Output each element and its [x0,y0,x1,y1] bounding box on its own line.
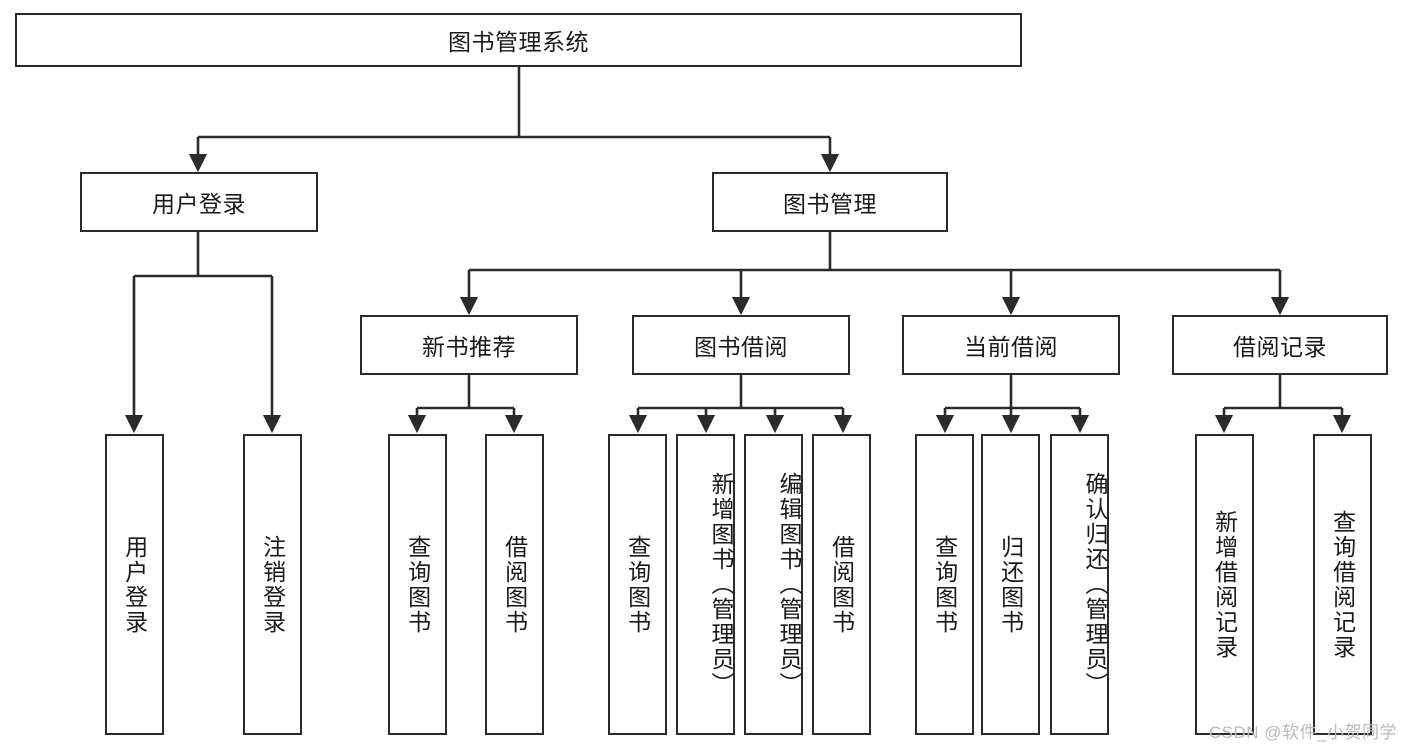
node-book-management[interactable]: 图书管理 [712,172,948,232]
node-borrow-record[interactable]: 借阅记录 [1172,315,1388,375]
watermark-text: CSDN @软件_小贺同学 [1208,723,1397,742]
node-label: 图书管理 [783,191,877,217]
node-label: 查询图书 [931,534,958,635]
leaf-user-logout[interactable]: 注销登录 [243,434,302,735]
node-book-borrow[interactable]: 图书借阅 [632,315,850,375]
leaf-confirm-return[interactable]: 确认归还（管理员） [1050,434,1109,735]
node-label: 借阅记录 [1233,334,1327,360]
leaf-query-borrow-record[interactable]: 查询借阅记录 [1313,434,1372,735]
leaf-return-book[interactable]: 归还图书 [981,434,1040,735]
node-label: 借阅图书 [828,534,855,635]
node-label: 用户登录 [152,191,246,217]
node-label: 查询借阅记录 [1329,509,1356,660]
node-current-borrow[interactable]: 当前借阅 [902,315,1120,375]
node-root-system[interactable]: 图书管理系统 [15,13,1022,67]
node-new-book-recommend[interactable]: 新书推荐 [360,315,578,375]
node-label: 图书借阅 [694,334,788,360]
node-label: 查询图书 [624,534,651,635]
node-label: 新增图书（管理员） [708,472,734,697]
node-label: 归还图书 [997,534,1024,635]
node-user-login[interactable]: 用户登录 [80,172,318,232]
leaf-query-book-current[interactable]: 查询图书 [915,434,974,735]
node-label: 图书管理系统 [448,29,589,55]
leaf-edit-book[interactable]: 编辑图书（管理员） [744,434,803,735]
node-label: 确认归还（管理员） [1082,472,1108,697]
leaf-query-book-borrow[interactable]: 查询图书 [608,434,667,735]
node-label: 用户登录 [121,534,148,635]
leaf-query-book-recommend[interactable]: 查询图书 [388,434,447,735]
node-label: 新增借阅记录 [1211,509,1238,660]
node-label: 查询图书 [404,534,431,635]
node-label: 编辑图书（管理员） [776,472,802,697]
leaf-borrow-book-recommend[interactable]: 借阅图书 [485,434,544,735]
node-label: 新书推荐 [422,334,516,360]
leaf-add-book[interactable]: 新增图书（管理员） [676,434,735,735]
node-label: 当前借阅 [964,334,1058,360]
leaf-add-borrow-record[interactable]: 新增借阅记录 [1195,434,1254,735]
node-label: 借阅图书 [501,534,528,635]
node-label: 注销登录 [259,534,286,635]
leaf-borrow-book[interactable]: 借阅图书 [812,434,871,735]
leaf-user-login[interactable]: 用户登录 [105,434,164,735]
